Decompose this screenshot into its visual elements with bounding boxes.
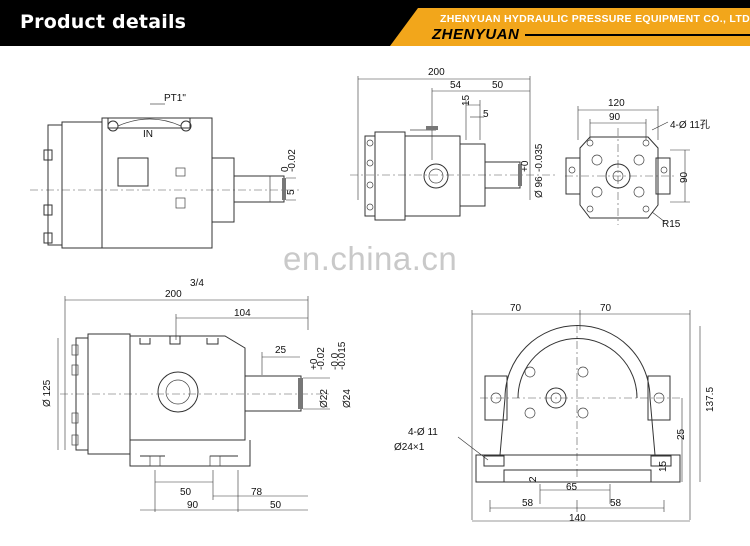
brand-underline — [525, 34, 750, 36]
dim-overall-length: 200 — [428, 67, 445, 78]
shaft-diameter-22: Ø22 — [319, 389, 330, 408]
dim-70-left: 70 — [510, 303, 522, 314]
dim-120: 120 — [608, 98, 625, 109]
shaft-tol-upper: 0 — [280, 166, 291, 172]
dim-50: 50 — [492, 80, 504, 91]
dim-25-vertical: 25 — [676, 428, 687, 440]
shaft-tol-lower: -0.02 — [287, 149, 298, 172]
dim-90-bottom: 90 — [187, 500, 199, 511]
body-diameter: Ø 125 — [42, 379, 53, 407]
dim-25: 25 — [275, 345, 287, 356]
technical-drawings: PT1" IN 3/4 5 -0.02 0 200 54 50 15 5 +0 — [30, 67, 716, 524]
dim-15-vertical: 15 — [658, 460, 669, 472]
dim-54: 54 — [450, 80, 462, 91]
dim-90: 90 — [609, 112, 621, 123]
company-name: ZHENYUAN HYDRAULIC PRESSURE EQUIPMENT CO… — [440, 13, 750, 25]
shaft-diameter: Ø 96 — [534, 176, 545, 198]
pump-front-view-top-right: 120 90 4-Ø 11孔 90 R15 — [565, 98, 710, 230]
dim-58-right: 58 — [610, 498, 622, 509]
dim-70-right: 70 — [600, 303, 612, 314]
shaft-tol-minus: -0.035 — [534, 143, 545, 172]
shaft-tol-plus: +0 — [520, 160, 531, 172]
dim-65: 65 — [566, 482, 578, 493]
dim-5: 5 — [483, 109, 489, 120]
dim-50-left: 50 — [180, 487, 192, 498]
dim-104: 104 — [234, 308, 251, 319]
dim-140: 140 — [569, 513, 586, 524]
shaft-tol-1: +0 — [309, 358, 320, 370]
shaft-tol-3: -0.0 — [330, 352, 341, 370]
pump-side-view-bottom-left: 200 104 25 +0 -0.02 -0.0 -0.015 Ø 125 Ø2… — [42, 289, 353, 512]
dim-90-vertical: 90 — [679, 171, 690, 183]
dim-78: 78 — [251, 487, 263, 498]
pump-side-view-top-left: PT1" IN 3/4 5 -0.02 0 — [30, 93, 300, 289]
pump-front-view-bottom-right: 70 70 4-Ø 11 Ø24×1 137.5 25 15 65 2 58 5… — [394, 303, 716, 524]
brand-banner — [390, 8, 750, 46]
shaft-tol-4: -0.015 — [337, 341, 348, 370]
shaft-diameter-24: Ø24 — [342, 389, 353, 408]
shaft-tol-2: -0.02 — [316, 347, 327, 370]
shaft-key-dim: 5 — [286, 189, 297, 195]
dim-50-right: 50 — [270, 500, 282, 511]
mount-hole-label-bottom: 4-Ø 11 — [408, 427, 438, 438]
inlet-label: IN — [143, 129, 153, 140]
page-title: Product details — [20, 11, 187, 33]
radius-label: R15 — [662, 219, 681, 230]
dim-58-left: 58 — [522, 498, 534, 509]
dim-2: 2 — [528, 476, 539, 482]
port-label-pt1: PT1" — [164, 93, 186, 104]
watermark-text: en.china.cn — [283, 240, 458, 277]
dim-overall-length-bottom: 200 — [165, 289, 182, 300]
counterbore-label: Ø24×1 — [394, 442, 425, 453]
fraction-label: 3/4 — [190, 278, 204, 289]
brand-name: ZHENYUAN — [432, 26, 520, 43]
dim-137-5: 137.5 — [705, 387, 716, 412]
pump-side-view-top-middle: 200 54 50 15 5 +0 -0.035 Ø 96 — [350, 67, 555, 221]
dim-15: 15 — [461, 94, 472, 106]
mount-hole-label: 4-Ø 11孔 — [670, 119, 710, 131]
